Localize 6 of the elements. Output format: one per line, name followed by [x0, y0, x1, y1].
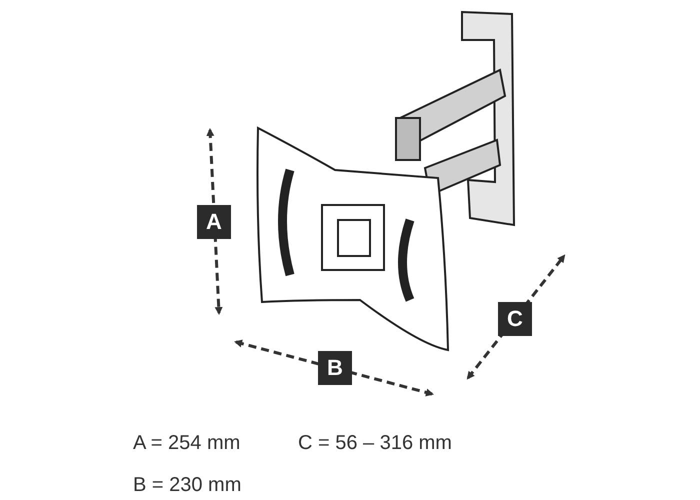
dimension-text: A = 254 mm: [133, 432, 240, 455]
dimension-text: C = 56 – 316 mm: [298, 432, 452, 455]
callout-letter: B: [318, 351, 352, 385]
callout-letter: A: [197, 205, 231, 239]
callout-letter: C: [498, 302, 532, 336]
dimension-text: B = 230 mm: [133, 474, 242, 497]
